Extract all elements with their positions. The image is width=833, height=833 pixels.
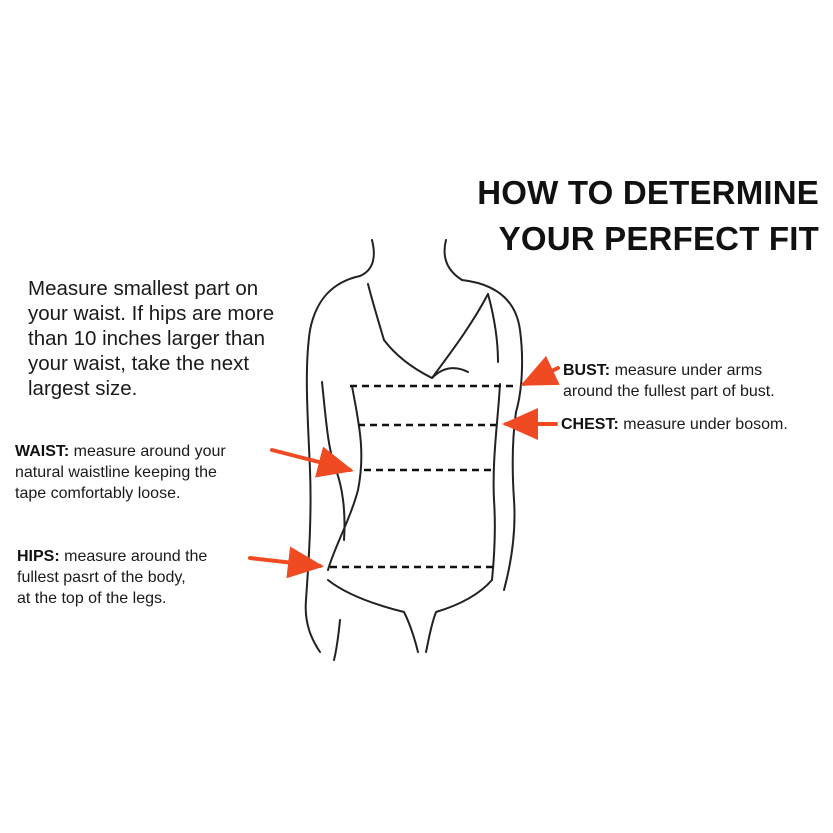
waist-arrow-icon [270, 446, 354, 478]
intro-line: Measure smallest part on [28, 277, 259, 300]
waist-text-line-1: measure around your [73, 443, 226, 460]
bust-arrow-icon [520, 355, 560, 386]
measurement-lines [330, 384, 514, 569]
intro-instructions: Measure smallest part on your waist. If … [28, 276, 328, 401]
chest-callout: CHEST: measure under bosom. [561, 414, 788, 435]
hips-text-line-2: fullest pasrt of the body, [17, 569, 186, 586]
waist-callout: WAIST: measure around your natural waist… [15, 441, 226, 504]
chest-label: CHEST: [561, 416, 619, 433]
intro-line: than 10 inches larger than [28, 327, 266, 350]
intro-line: your waist, take the next [28, 352, 250, 375]
intro-line: your waist. If hips are more [28, 302, 275, 325]
hips-label: HIPS: [17, 548, 60, 565]
bust-text-line-1: measure under arms [614, 362, 763, 379]
hips-text-line-1: measure around the [64, 548, 208, 565]
red-arrow-icons [248, 355, 560, 579]
chest-text-line-1: measure under bosom. [623, 416, 788, 433]
waist-text-line-2: natural waistline keeping the [15, 464, 217, 481]
bust-label: BUST: [563, 362, 611, 379]
title-line-2: YOUR PERFECT FIT [498, 220, 819, 257]
hips-text-line-3: at the top of the legs. [17, 590, 167, 607]
title-line-1: HOW TO DETERMINE [477, 174, 819, 211]
page-title: HOW TO DETERMINE YOUR PERFECT FIT [477, 170, 819, 262]
bust-callout: BUST: measure under arms around the full… [563, 360, 775, 402]
waist-label: WAIST: [15, 443, 70, 460]
intro-line: largest size. [28, 377, 138, 400]
hips-arrow-icon [248, 546, 324, 579]
bust-text-line-2: around the fullest part of bust. [563, 383, 775, 400]
waist-text-line-3: tape comfortably loose. [15, 485, 181, 502]
body-outline-icon [304, 239, 524, 661]
hips-callout: HIPS: measure around the fullest pasrt o… [17, 546, 207, 609]
